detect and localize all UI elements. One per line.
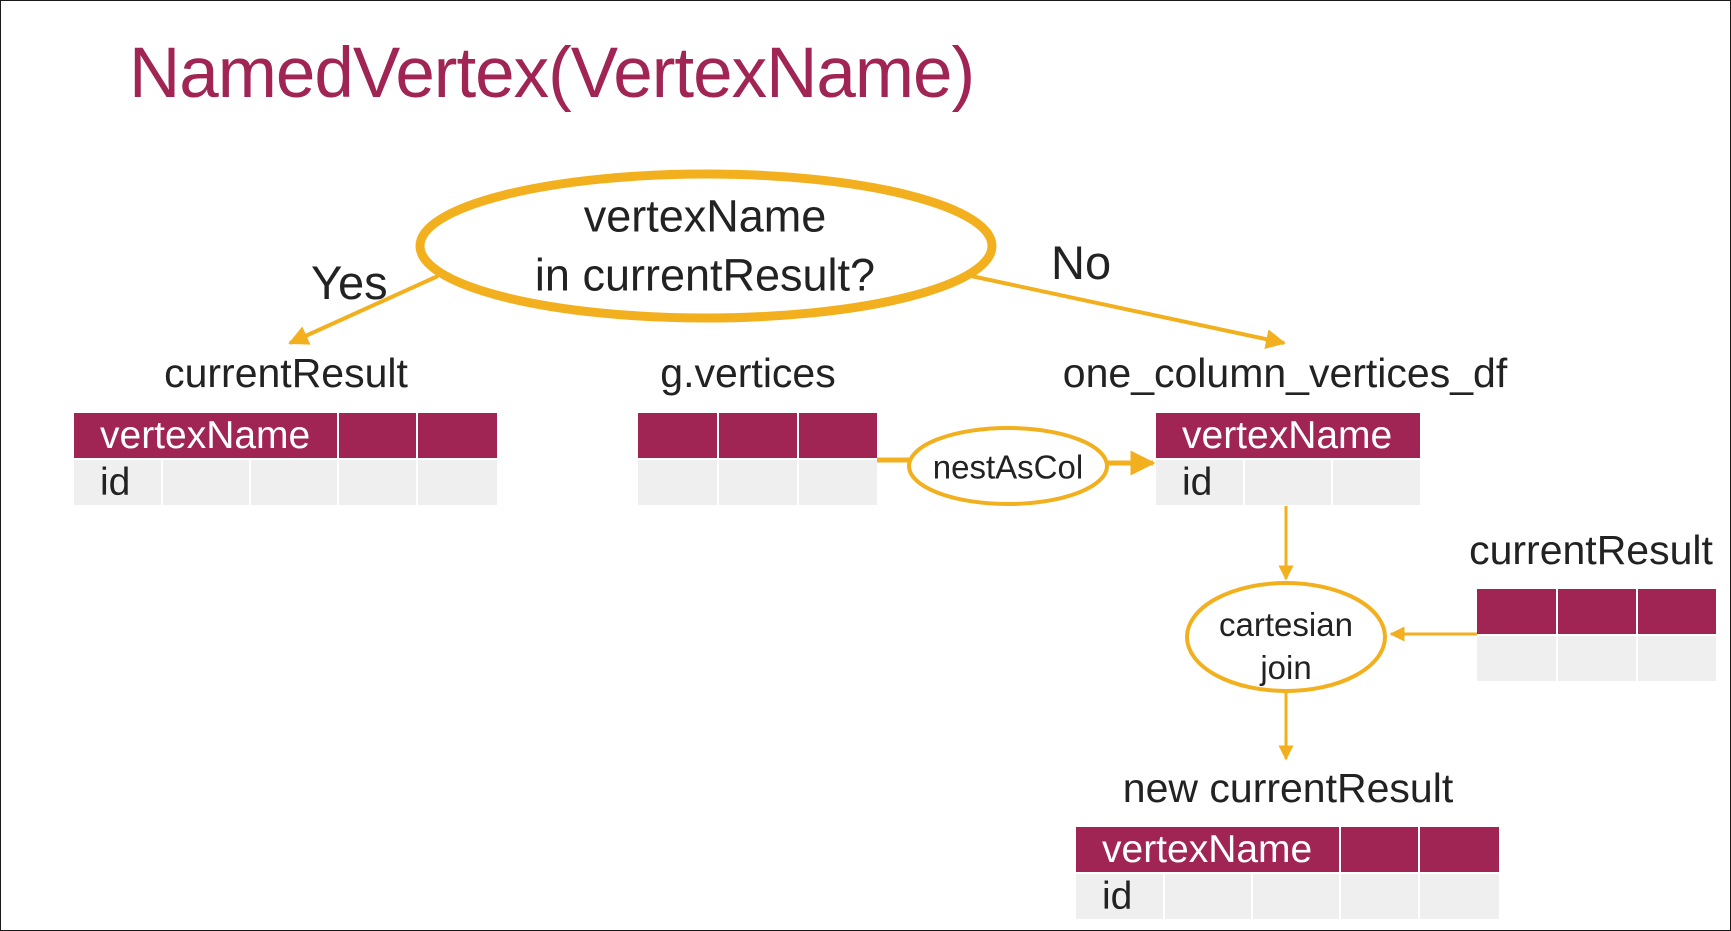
table-header-row — [638, 413, 877, 460]
decision-question-line2: in currentResult? — [534, 249, 876, 300]
no-arrow — [970, 274, 1286, 350]
table-header-cell — [1637, 589, 1716, 636]
table-cell — [718, 459, 799, 505]
current-result-label: currentResult — [164, 350, 408, 396]
yes-label: Yes — [311, 256, 388, 309]
new-current-result-table: vertexName id — [1076, 827, 1499, 919]
table-cell — [1332, 459, 1421, 505]
decision-question: vertexName in currentResult? — [535, 188, 875, 305]
table-header-row — [1477, 589, 1716, 636]
table-row — [638, 459, 877, 505]
table-cell — [162, 459, 251, 505]
table-row: id — [74, 459, 497, 505]
table-cell — [417, 459, 497, 505]
table-header-cell — [417, 413, 497, 460]
table-header-row: vertexName — [1076, 827, 1499, 874]
table-cell — [798, 459, 877, 505]
table-header-cell — [1419, 827, 1499, 874]
current-result-table: vertexName id — [74, 413, 497, 505]
g-vertices-label: g.vertices — [660, 350, 836, 396]
table-row: id — [1076, 873, 1499, 919]
g-vertices-table — [638, 413, 877, 505]
table-cell — [1164, 873, 1253, 919]
table-header-cell — [1340, 827, 1420, 874]
table-cell — [1244, 459, 1333, 505]
table-cell: id — [1156, 459, 1245, 505]
current-result-right-table — [1477, 589, 1716, 681]
nest-as-col-label: nestAsCol — [932, 448, 1084, 486]
one-column-vertices-df-table: vertexName id — [1156, 413, 1421, 505]
table-cell: id — [74, 459, 163, 505]
table-cell — [1252, 873, 1341, 919]
table-cell: id — [1076, 873, 1165, 919]
table-header-cell: vertexName — [1076, 827, 1341, 874]
current-result-right-label: currentResult — [1469, 527, 1713, 573]
table-header-cell — [1557, 589, 1638, 636]
decision-question-line1: vertexName — [583, 190, 827, 242]
table-header-cell: vertexName — [74, 413, 339, 460]
decision-ellipse — [415, 169, 997, 323]
table-header-cell — [718, 413, 799, 460]
table-cell — [1637, 635, 1716, 681]
table-header-cell — [638, 413, 719, 460]
cartesian-join-label: cartesian join — [1219, 604, 1353, 690]
table-row — [1477, 635, 1716, 681]
table-header-row: vertexName — [74, 413, 497, 460]
slide-title: NamedVertex(VertexName) — [129, 34, 975, 113]
new-current-result-label: new currentResult — [1122, 765, 1454, 811]
one-column-vertices-df-label: one_column_vertices_df — [1062, 350, 1508, 396]
cartesian-join-line2: join — [1260, 649, 1312, 686]
table-header-row: vertexName — [1156, 413, 1421, 460]
table-cell — [338, 459, 418, 505]
table-header-cell — [338, 413, 418, 460]
table-cell — [638, 459, 719, 505]
table-header-cell — [798, 413, 877, 460]
yes-arrow — [288, 274, 439, 345]
table-cell — [1557, 635, 1638, 681]
table-cell — [1419, 873, 1499, 919]
table-cell — [250, 459, 339, 505]
nest-as-col-ellipse — [907, 426, 1109, 506]
table-row: id — [1156, 459, 1421, 505]
table-cell — [1340, 873, 1420, 919]
table-header-cell — [1477, 589, 1558, 636]
table-header-cell: vertexName — [1156, 413, 1421, 460]
table-cell — [1477, 635, 1558, 681]
cartesian-join-line1: cartesian — [1219, 606, 1353, 644]
no-label: No — [1051, 236, 1112, 289]
